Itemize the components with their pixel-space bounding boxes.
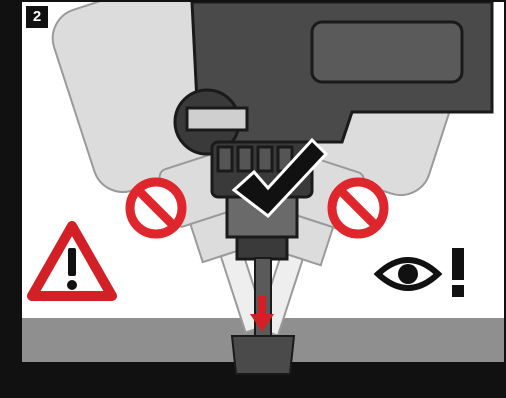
illustration-canvas [22,2,504,396]
bit-cutter [232,336,294,374]
prohibited-icon-right [332,182,384,234]
exclamation-icon [452,248,464,297]
eye-icon [378,260,438,288]
left-edge-bar [0,0,20,398]
step-number-badge: 2 [26,6,48,28]
illustration-panel: 2 [20,0,506,398]
prohibited-icon-left [130,182,182,234]
